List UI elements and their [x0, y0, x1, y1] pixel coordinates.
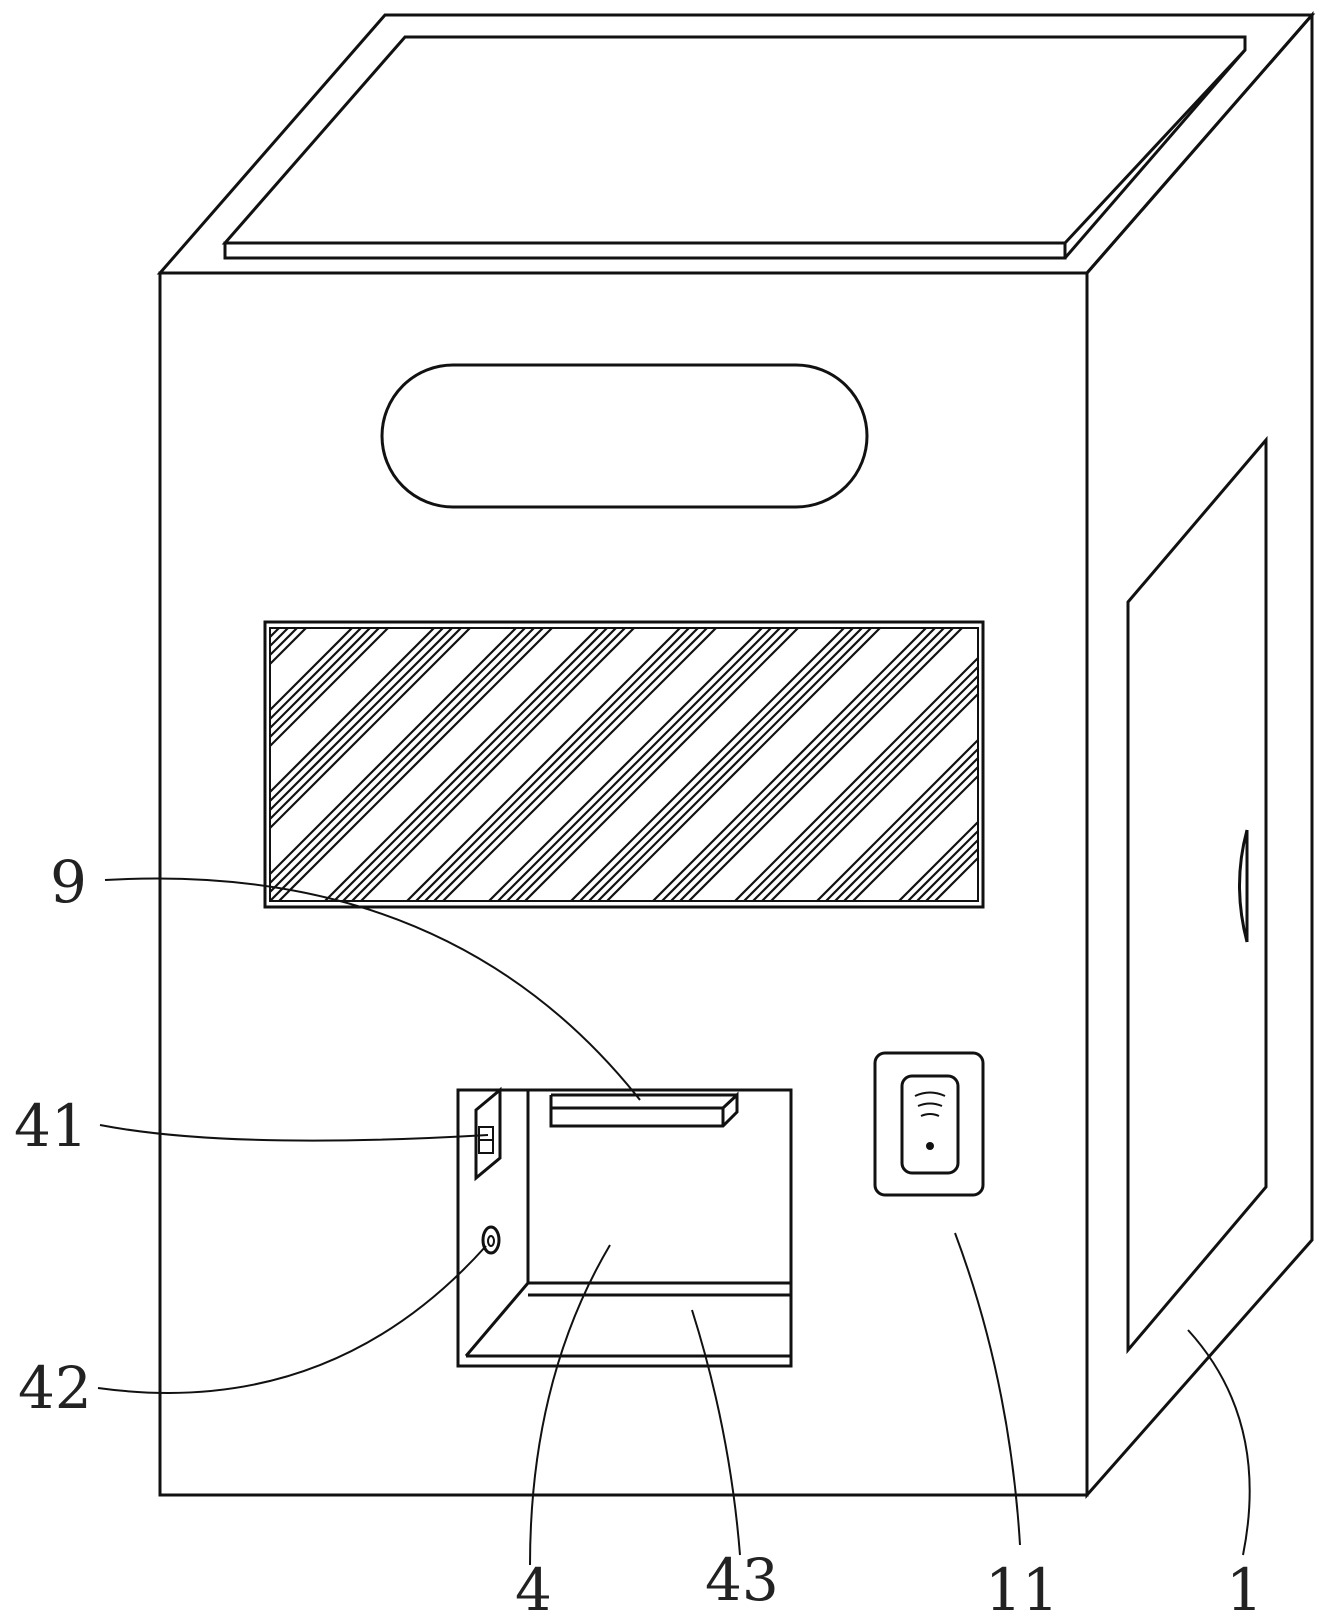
hatch-line [415, 628, 690, 901]
hatch-line [999, 628, 1272, 901]
hatch-line [606, 628, 881, 901]
leader-lines [97, 877, 1251, 1566]
hatch-line [761, 683, 978, 901]
hatch-line [661, 628, 936, 901]
hatch-line [907, 829, 978, 901]
side-door-handle [1238, 829, 1249, 943]
cabinet [156, 10, 1316, 1499]
reference-numerals: 9 41 42 4 43 11 1 [14, 848, 1263, 1624]
hatch-line [406, 628, 681, 901]
hatch-line [734, 656, 978, 901]
hatch-line [278, 628, 553, 901]
cabinet-top-face [156, 13, 1316, 275]
hatch-line [506, 628, 781, 901]
hatch-line [270, 628, 462, 821]
card-reader [873, 1051, 985, 1197]
hatch-line [981, 628, 1254, 901]
hatch-line [670, 628, 945, 901]
hatch-line [351, 628, 626, 901]
label-4: 4 [515, 1556, 552, 1624]
hatch-line [433, 628, 708, 901]
label-41: 41 [14, 1092, 88, 1160]
hatch-line [324, 628, 599, 901]
hatch-line [688, 628, 963, 901]
hatch-line [925, 847, 978, 901]
hatch-line [270, 628, 362, 721]
hatch-line [679, 628, 954, 901]
hatch-line [752, 674, 978, 901]
hatch-line [825, 747, 978, 901]
hatch-line [270, 628, 271, 630]
switch-41 [474, 1086, 502, 1182]
top-panel-edge [223, 241, 1067, 260]
indicator-light-42 [481, 1225, 501, 1255]
hatch-line [652, 628, 927, 901]
dispensing-slot [549, 1091, 739, 1128]
handle-slot [380, 363, 869, 509]
label-42: 42 [18, 1354, 92, 1422]
hatch-line [743, 665, 978, 901]
top-panel [221, 35, 1247, 260]
dispensing-opening [456, 1088, 793, 1368]
hatch-line [360, 628, 635, 901]
label-43: 43 [705, 1546, 779, 1614]
hatch-line [270, 628, 435, 794]
hatch-line [270, 628, 471, 830]
hatch-line [916, 838, 978, 901]
hatch-line [270, 628, 280, 639]
hatch-line [270, 628, 453, 812]
hatch-line [597, 628, 872, 901]
hatch-line [342, 628, 617, 901]
top-panel-surface [221, 35, 1247, 245]
label-11: 11 [985, 1556, 1059, 1624]
hatch-line [270, 628, 444, 803]
hatched-display-panel [263, 620, 1290, 909]
hatch-line [270, 628, 380, 739]
label-1: 1 [1226, 1556, 1263, 1624]
hatch-line [270, 628, 544, 901]
hatch-line [270, 628, 389, 748]
hatch-line [524, 628, 799, 901]
hatch-line [442, 628, 717, 901]
hatch-line [1017, 628, 1290, 901]
hatch-line [270, 628, 517, 876]
side-door [1126, 435, 1268, 1355]
hatch-line [333, 628, 608, 901]
wireless-card-reader-icon [914, 1091, 946, 1150]
hatch-line [898, 820, 978, 901]
hatch-line [588, 628, 863, 901]
hatch-line [270, 628, 535, 894]
hatch-line [424, 628, 699, 901]
hatch-line [497, 628, 772, 901]
hatch-line [515, 628, 790, 901]
hatch-line [270, 628, 526, 885]
cabinet-side-face [1085, 10, 1314, 1499]
hatch-line [816, 738, 978, 901]
hatch-line [270, 628, 353, 712]
label-9: 9 [50, 848, 87, 916]
hatch-line [270, 628, 371, 730]
hatch-line [579, 628, 854, 901]
hatch-line [488, 628, 763, 901]
hatch-line [570, 628, 845, 901]
hatch-line [770, 692, 978, 901]
hatch-line [843, 765, 978, 901]
hatch-line [834, 756, 978, 901]
hatch-line [852, 774, 978, 901]
